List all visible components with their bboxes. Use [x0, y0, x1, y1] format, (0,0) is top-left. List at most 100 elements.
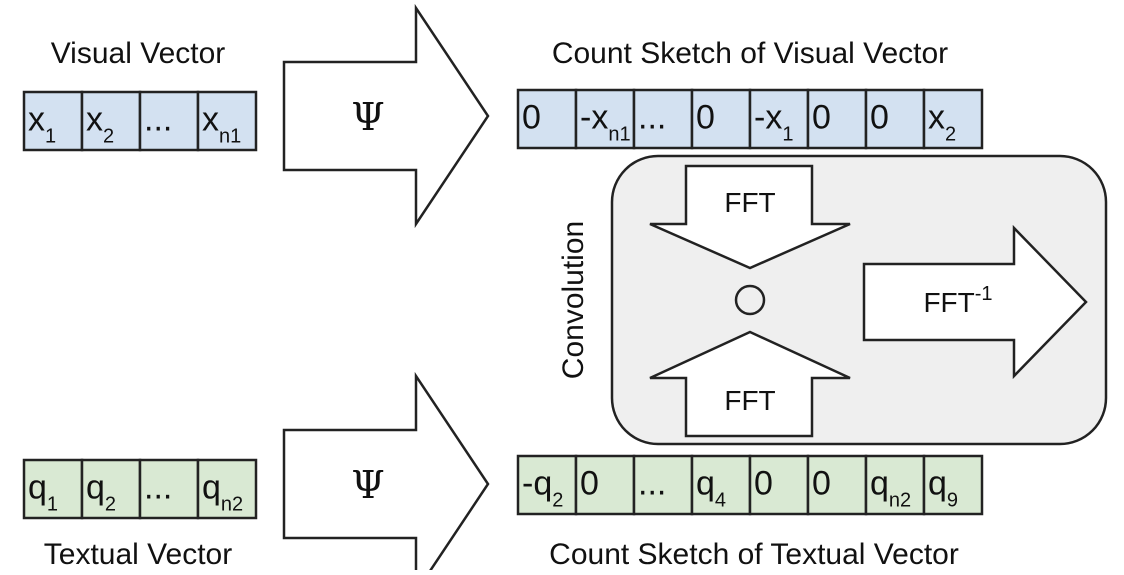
sketch-visual-cell-main: ... — [638, 98, 666, 136]
textual-vector-cell-text: qn2 — [202, 468, 243, 515]
sketch-visual-cell-main: 0 — [696, 98, 715, 136]
ifft-right-arrow — [862, 224, 1088, 380]
sketch-visual-cell — [806, 88, 868, 150]
sketch-textual-label: Count Sketch of Textual Vector — [549, 538, 959, 570]
textual-vector-cell-subscript: 2 — [105, 493, 116, 515]
textual-vector-cell-text: ... — [144, 468, 172, 506]
sketch-textual-cell-subscript: 2 — [552, 489, 563, 511]
visual-vector-cell-text: xn1 — [202, 100, 241, 147]
visual-vector-cell-subscript: 2 — [103, 125, 114, 147]
ifft-label-main: FFT — [923, 287, 974, 318]
visual-vector-cell-main: x — [86, 100, 103, 138]
visual-vector-cell-text: ... — [144, 100, 172, 138]
sketch-visual-cell-text: 0 — [870, 98, 889, 136]
sketch-textual-cell-text: 0 — [754, 464, 773, 502]
textual-vector-cell — [80, 458, 142, 520]
sketch-textual-cell-main: q — [696, 464, 715, 502]
ifft-label: FFT-1 — [923, 283, 992, 318]
sketch-visual-cell — [748, 88, 810, 150]
sketch-visual-cell-text: ... — [638, 98, 666, 136]
sketch-visual-cell-main: 0 — [870, 98, 889, 136]
textual-vector-cell-main: q — [28, 468, 47, 506]
sketch-visual-label: Count Sketch of Visual Vector — [552, 37, 948, 70]
visual-vector-cell-main: ... — [144, 100, 172, 138]
sketch-visual-cell-text: 0 — [522, 98, 541, 136]
fft-up-arrow — [649, 330, 851, 438]
visual-vector-cell — [196, 90, 258, 152]
sketch-textual-cell-main: -q — [522, 464, 552, 502]
visual-vector-label: Visual Vector — [51, 37, 226, 70]
sketch-textual-cell — [574, 454, 636, 516]
visual-vector-cell-text: x2 — [86, 100, 114, 147]
sketch-textual-cell-subscript: 9 — [947, 489, 958, 511]
visual-vector-cell-main: x — [202, 100, 219, 138]
sketch-textual-cell-subscript: 4 — [715, 489, 726, 511]
sketch-textual-cell-text: 0 — [580, 464, 599, 502]
textual-vector-cell — [22, 458, 84, 520]
sketch-visual-cell-main: 0 — [522, 98, 541, 136]
sketch-textual-cell-subscript: n2 — [889, 489, 911, 511]
sketch-textual-cell — [632, 454, 694, 516]
textual-vector-cell-main: ... — [144, 468, 172, 506]
textual-vector-cell-subscript: n2 — [221, 493, 243, 515]
fft-bottom-label: FFT — [724, 385, 775, 416]
visual-vector-cell — [22, 90, 84, 152]
sketch-textual-cell-text: 0 — [812, 464, 831, 502]
psi-label-bottom: Ψ — [351, 463, 384, 507]
sketch-textual-cell-text: ... — [638, 464, 666, 502]
sketch-textual-cell — [806, 454, 868, 516]
textual-vector-label: Textual Vector — [44, 538, 232, 570]
sketch-textual-cell-main: 0 — [580, 464, 599, 502]
ifft-label-sup: -1 — [975, 283, 993, 305]
sketch-visual-cell-subscript: 2 — [945, 123, 956, 145]
sketch-visual-cell — [864, 88, 926, 150]
visual-vector-cell-subscript: n1 — [219, 125, 241, 147]
textual-vector-cell-subscript: 1 — [47, 493, 58, 515]
sketch-textual-cell — [690, 454, 752, 516]
sketch-visual-cell-main: x — [928, 98, 945, 136]
sketch-visual-cell-subscript: 1 — [782, 123, 793, 145]
sketch-visual-cell — [922, 88, 984, 150]
psi-arrow-top — [282, 3, 490, 229]
fft-down-arrow — [649, 164, 851, 270]
sketch-visual-cell-text: 0 — [812, 98, 831, 136]
sketch-textual-cell-main: ... — [638, 464, 666, 502]
textual-vector-cell-main: q — [202, 468, 221, 506]
convolution-operator-icon — [734, 284, 766, 316]
visual-vector-cell-subscript: 1 — [45, 125, 56, 147]
visual-vector-cell-text: x1 — [28, 100, 56, 147]
sketch-textual-cell — [922, 454, 984, 516]
visual-vector-cell — [138, 90, 200, 152]
textual-vector-cell-main: q — [86, 468, 105, 506]
sketch-textual-cell-text: q9 — [928, 464, 958, 511]
sketch-visual-cell-main: 0 — [812, 98, 831, 136]
textual-vector-cell — [196, 458, 258, 520]
psi-arrow-bottom — [282, 371, 490, 575]
sketch-visual-cell-text: -xn1 — [580, 98, 631, 145]
convolution-label: Convolution — [557, 221, 590, 379]
textual-vector-cell-text: q1 — [28, 468, 58, 515]
sketch-textual-cell-text: q4 — [696, 464, 726, 511]
sketch-visual-cell-text: -x1 — [754, 98, 793, 145]
visual-vector-cell-main: x — [28, 100, 45, 138]
sketch-textual-cell-main: 0 — [754, 464, 773, 502]
sketch-textual-cell-main: q — [928, 464, 947, 502]
sketch-textual-cell-main: 0 — [812, 464, 831, 502]
sketch-visual-cell-text: x2 — [928, 98, 956, 145]
sketch-visual-cell-main: -x — [580, 98, 608, 136]
sketch-textual-cell-main: q — [870, 464, 889, 502]
fft-top-label: FFT — [724, 187, 775, 218]
sketch-visual-cell-subscript: n1 — [608, 123, 630, 145]
sketch-visual-cell-text: 0 — [696, 98, 715, 136]
textual-vector-cell-text: q2 — [86, 468, 116, 515]
psi-label-top: Ψ — [351, 95, 384, 139]
sketch-visual-cell-main: -x — [754, 98, 782, 136]
sketch-textual-cell-text: qn2 — [870, 464, 911, 511]
sketch-visual-cell — [516, 88, 578, 150]
sketch-visual-cell — [632, 88, 694, 150]
